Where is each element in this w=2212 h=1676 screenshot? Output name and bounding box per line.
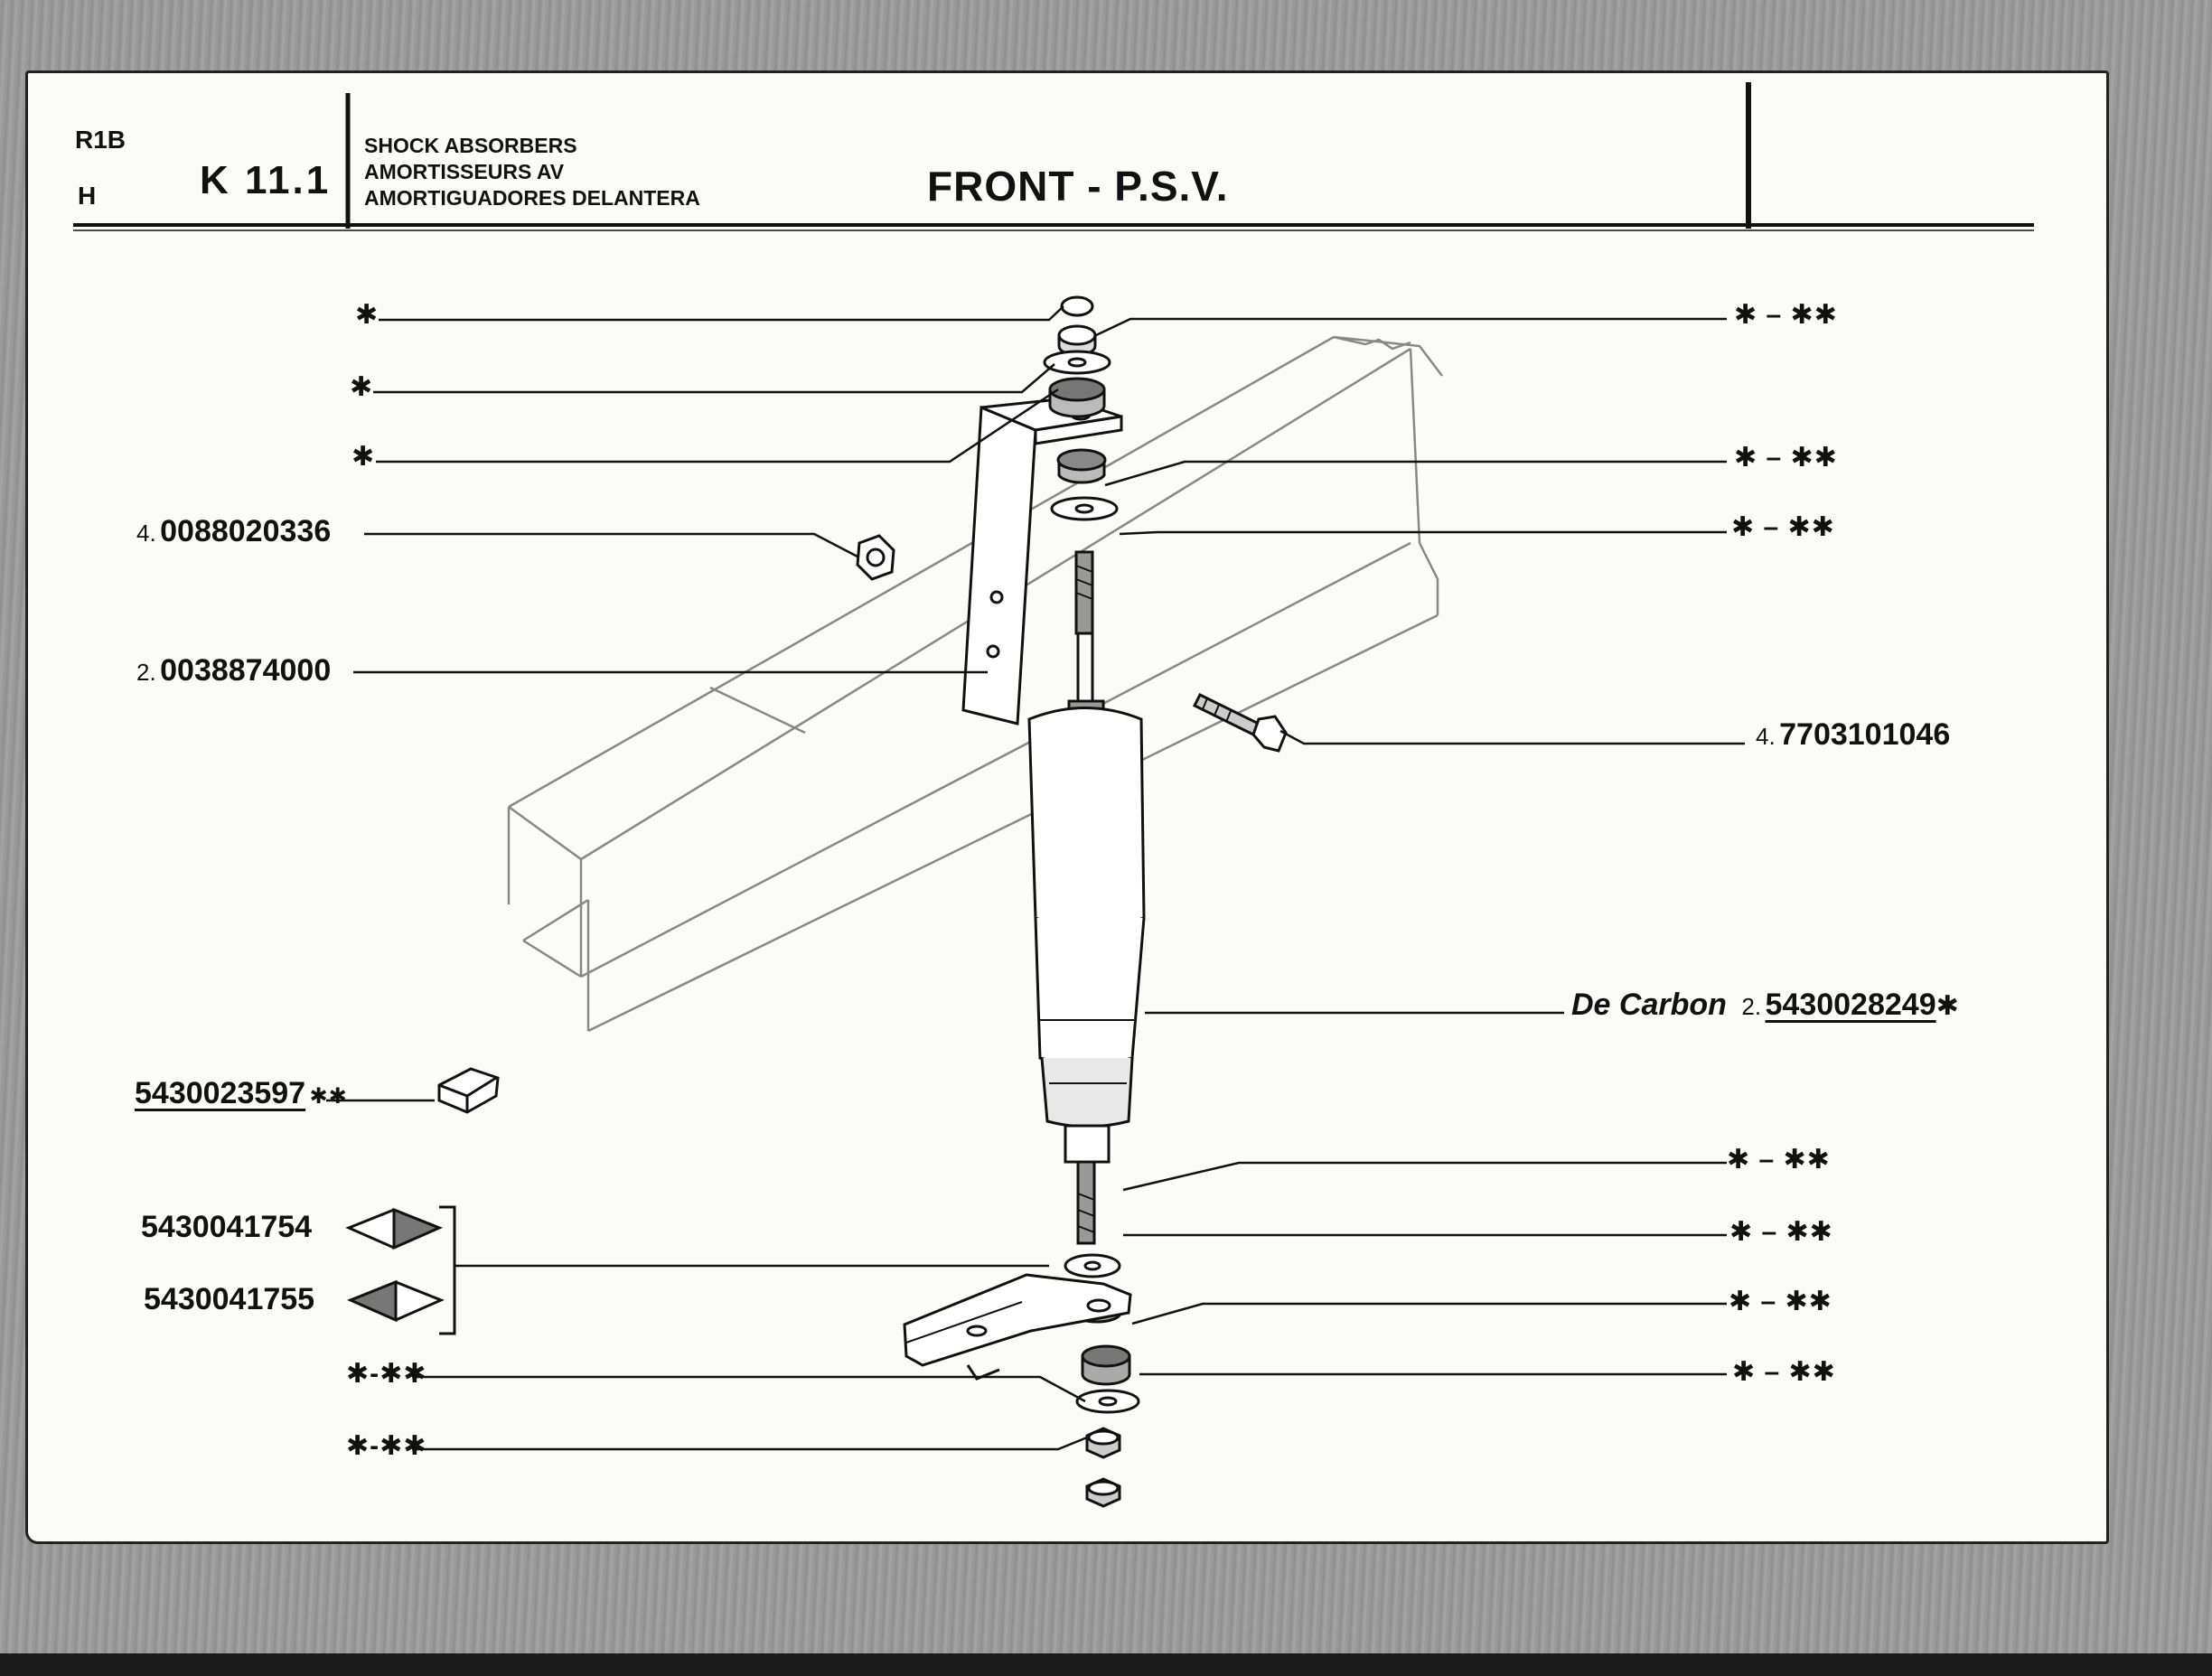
part-bracket-right-label: 5430041755: [144, 1282, 315, 1316]
scan-bottom-edge: [0, 1653, 2212, 1676]
nut-0088020336: [856, 534, 895, 581]
parts-diagram-sheet: R1B H K 11.1 SHOCK ABSORBERS AMORTISSEUR…: [25, 70, 2109, 1544]
description-fr: AMORTISSEURS AV: [364, 160, 565, 183]
callout-star: ✱ – ✱✱: [1727, 1145, 1831, 1175]
description-es: AMORTIGUADORES DELANTERA: [364, 186, 700, 210]
part-number: 0038874000: [160, 653, 332, 688]
upper-hardware-stack: [1043, 295, 1119, 521]
part-shock-label: De Carbon 2. 5430028249✱: [1571, 988, 1960, 1023]
callout-star: ✱: [350, 372, 374, 402]
callout-star: ✱✱: [309, 1084, 348, 1109]
callout-star: ✱ – ✱✱: [1729, 1287, 1832, 1316]
part-number: 5430028249: [1765, 988, 1936, 1022]
part-number: 0088020336: [160, 514, 332, 548]
variant-code: H: [78, 182, 97, 210]
upper-bracket: [961, 397, 1123, 726]
shock-absorber: [1027, 550, 1146, 1245]
part-bracket-left-label: 5430041754: [141, 1210, 313, 1244]
callout-star: ✱ – ✱✱: [1731, 512, 1835, 542]
part-kit-label: 5430023597 ✱✱: [135, 1076, 348, 1111]
section-description: SHOCK ABSORBERS AMORTISSEURS AV AMORTIGU…: [364, 133, 700, 211]
brand-name: De Carbon: [1571, 988, 1727, 1022]
header-rules: [73, 82, 2034, 231]
callout-star: ✱-✱✱: [346, 1359, 427, 1389]
kit-box-icon: [437, 1067, 500, 1114]
callout-star: ✱ – ✱✱: [1732, 1357, 1836, 1387]
callout-star: ✱ – ✱✱: [1729, 1217, 1833, 1247]
callout-star: ✱: [351, 442, 376, 472]
leader-lines: [326, 305, 1745, 1451]
section-code: K 11.1: [200, 158, 332, 202]
callout-star: ✱: [355, 300, 380, 330]
description-en: SHOCK ABSORBERS: [364, 134, 577, 157]
part-qty: 4.: [136, 520, 156, 547]
page-title: FRONT - P.S.V.: [927, 163, 1229, 210]
bracket-orientation-icons: [345, 1205, 1049, 1335]
callout-star: ✱ – ✱✱: [1734, 443, 1838, 473]
part-qty: 4.: [1756, 723, 1776, 750]
part-qty: 2.: [1741, 993, 1762, 1020]
part-number: 5430023597: [135, 1076, 306, 1110]
callout-star: ✱: [1936, 991, 1960, 1021]
callout-star: ✱ – ✱✱: [1734, 300, 1838, 330]
part-qty: 2.: [136, 659, 156, 686]
part-nut-label: 4. 0088020336: [136, 514, 331, 549]
callout-star: ✱-✱✱: [346, 1431, 427, 1461]
part-bracket-label: 2. 0038874000: [136, 653, 331, 688]
exploded-view-drawing: [73, 82, 2034, 1508]
bolt-7703101046: [1192, 692, 1288, 753]
model-code: R1B: [75, 126, 127, 154]
lower-hardware-stack: [903, 1253, 1140, 1508]
chassis-rail: [507, 335, 1443, 1033]
part-bolt-label: 4. 7703101046: [1756, 717, 1950, 753]
part-number: 7703101046: [1779, 717, 1951, 752]
